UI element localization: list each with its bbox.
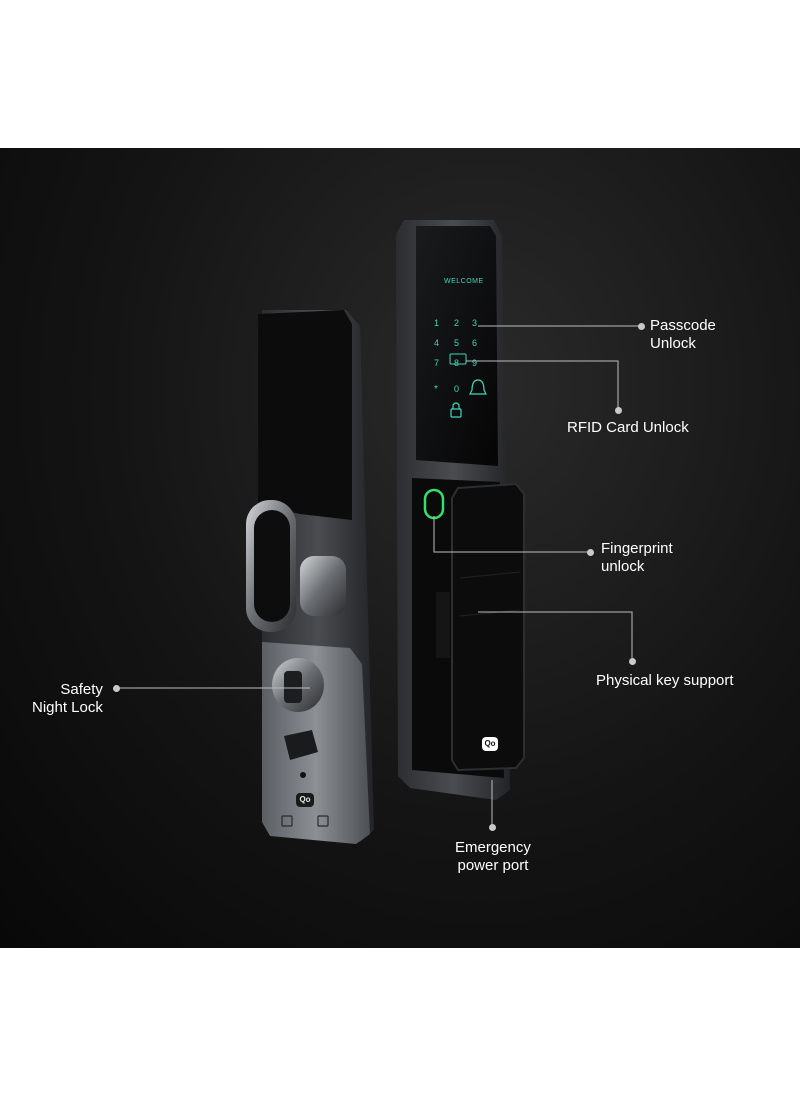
callout-rfid-card-unlock: RFID Card Unlock <box>567 419 689 436</box>
callout-emergency-power-port: Emergency power port <box>455 839 531 874</box>
keypad-key-8[interactable]: 8 <box>454 358 460 368</box>
bell-icon <box>469 379 487 395</box>
keypad-key-star[interactable]: * <box>434 384 438 395</box>
rear-brand-logo-text: Qo <box>299 795 311 804</box>
keypad-key-7[interactable]: 7 <box>434 358 440 368</box>
callout-physical-key-support: Physical key support <box>596 672 734 689</box>
product-illustration <box>118 220 642 844</box>
fingerprint-dot <box>587 549 594 556</box>
front-handle <box>451 482 525 772</box>
callout-lines <box>118 325 642 828</box>
rfid-dot <box>615 407 622 414</box>
lock-icon <box>450 402 462 418</box>
product-panel: WELCOME 1 2 3 4 5 6 7 8 9 * 0 Qo Qo Pass… <box>0 148 800 948</box>
rear-lock-body <box>246 310 374 844</box>
physical-key-dot <box>629 658 636 665</box>
card-reader-icon <box>449 353 467 365</box>
emergency-dot <box>489 824 496 831</box>
keypad-key-4[interactable]: 4 <box>434 338 440 348</box>
keypad-key-3[interactable]: 3 <box>472 318 478 328</box>
keypad-key-6[interactable]: 6 <box>472 338 478 348</box>
keypad-key-9[interactable]: 9 <box>472 358 478 368</box>
keypad-welcome: WELCOME <box>444 278 484 285</box>
callout-passcode-unlock: Passcode Unlock <box>650 317 716 352</box>
safety-dot <box>113 685 120 692</box>
rear-brand-logo <box>296 793 314 807</box>
keypad-key-1[interactable]: 1 <box>434 318 440 328</box>
keypad-key-0[interactable]: 0 <box>454 384 460 394</box>
passcode-dot <box>638 323 645 330</box>
callout-safety-night-lock: Safety Night Lock <box>32 681 103 716</box>
keypad-key-5[interactable]: 5 <box>454 338 460 348</box>
keypad-key-2[interactable]: 2 <box>454 318 460 328</box>
front-brand-logo: Qo <box>482 737 498 751</box>
callout-fingerprint-unlock: Fingerprint unlock <box>601 540 673 575</box>
